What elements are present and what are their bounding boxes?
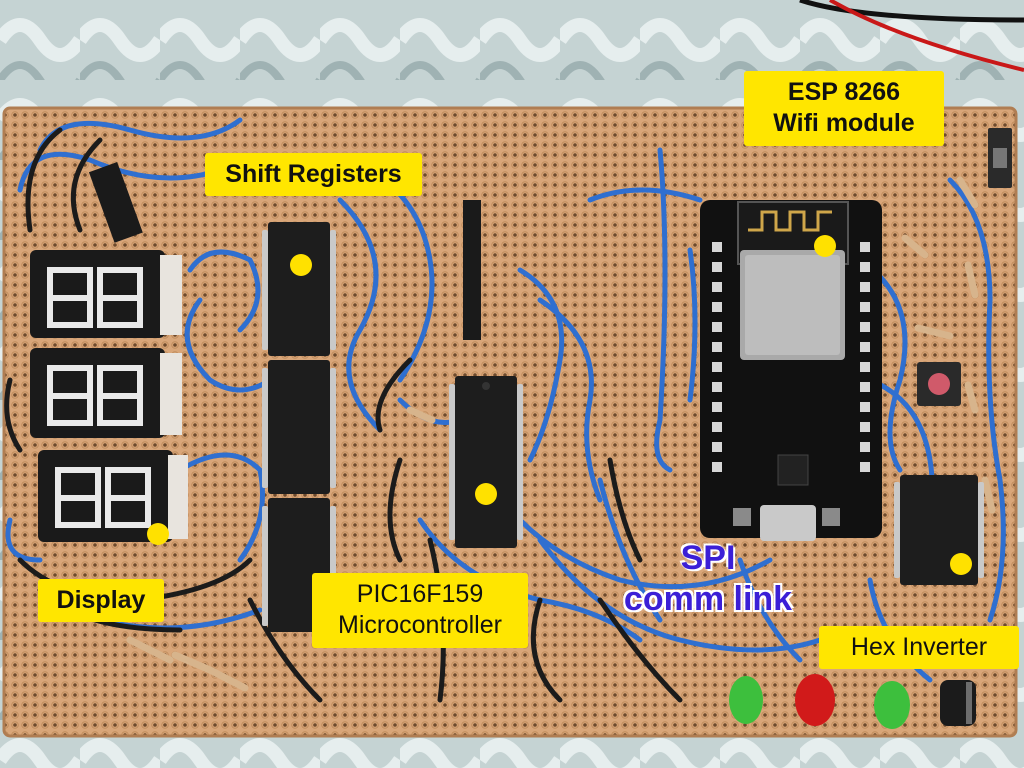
seven-segment-display-2	[30, 348, 182, 438]
label-hex-inverter: Hex Inverter	[819, 626, 1019, 670]
label-esp8266-line1: ESP 8266	[787, 78, 901, 106]
pin-header	[88, 161, 481, 340]
label-pic-line1: PIC16F159	[356, 580, 484, 608]
power-wires	[799, 0, 1024, 72]
label-pic-line2: Microcontroller	[338, 611, 502, 640]
label-shift-registers: Shift Registers	[205, 153, 422, 197]
label-esp8266-line2: Wifi module	[773, 109, 915, 138]
shift-register-chips	[262, 222, 336, 632]
marker-dots	[147, 235, 972, 575]
marker-dot-shift-registers	[290, 254, 312, 276]
pic-microcontroller-chip	[449, 376, 523, 548]
marker-dot-display	[147, 523, 169, 545]
label-esp8266: ESP 8266 Wifi module	[744, 71, 944, 146]
seven-segment-display-3	[38, 450, 188, 542]
seven-segment-display-1	[30, 250, 182, 338]
seven-segment-displays	[30, 250, 188, 542]
capacitor	[940, 680, 976, 726]
label-pic-microcontroller: PIC16F159 Microcontroller	[312, 573, 528, 648]
resistors-small	[126, 176, 996, 692]
marker-dot-esp8266	[814, 235, 836, 257]
marker-dot-hex-inverter	[950, 553, 972, 575]
label-spi-comm-link: SPI comm link	[598, 538, 818, 620]
label-spi-line1: SPI	[680, 539, 736, 577]
leds	[729, 674, 910, 729]
label-display: Display	[38, 579, 164, 623]
slide-switch	[988, 128, 1012, 188]
esp8266-module	[700, 200, 882, 541]
push-button	[917, 362, 961, 406]
marker-dot-pic	[475, 483, 497, 505]
label-spi-line2: comm link	[623, 579, 793, 618]
